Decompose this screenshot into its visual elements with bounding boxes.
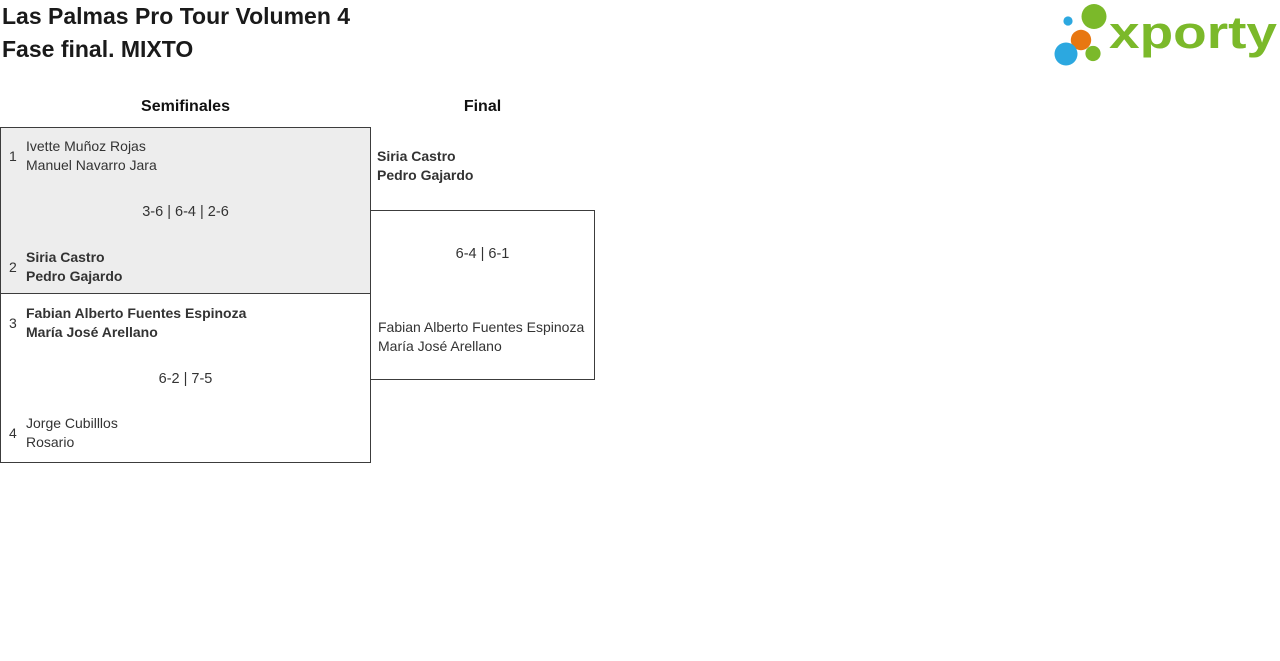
final-match: 6-4 | 6-1 Fabian Alberto Fuentes Espinoz… (370, 210, 595, 380)
tournament-title: Las Palmas Pro Tour Volumen 4 (2, 3, 351, 29)
logo-dot-green-large (1081, 4, 1107, 29)
logo-wordmark: xporty (1109, 7, 1277, 58)
column-header-semifinales: Semifinales (141, 98, 230, 115)
semifinal2-team-bottom: 4 Jorge Cubilllos Rosario (1, 414, 118, 452)
player-name: Siria Castro (377, 148, 456, 164)
player-name: Pedro Gajardo (377, 167, 474, 183)
logo-dot-green-small (1085, 45, 1101, 62)
match-score: 3-6 | 6-4 | 2-6 (142, 204, 229, 220)
player-name: Fabian Alberto Fuentes Espinoza (378, 319, 585, 335)
logo-dot-blue-large (1054, 42, 1078, 66)
semifinal-match-1: 1 Ivette Muñoz Rojas Manuel Navarro Jara… (0, 127, 371, 294)
semifinal2-team-top: 3 Fabian Alberto Fuentes Espinoza María … (1, 304, 246, 342)
xporty-logo: xporty (1054, 4, 1277, 66)
player-name: Siria Castro (26, 249, 105, 265)
seed-number: 1 (9, 148, 17, 164)
player-name: Manuel Navarro Jara (26, 157, 157, 173)
player-name: Pedro Gajardo (26, 268, 123, 284)
player-name: Fabian Alberto Fuentes Espinoza (26, 305, 247, 321)
phase-title: Fase final. MIXTO (2, 36, 194, 62)
page-title: Las Palmas Pro Tour Volumen 4 Fase final… (2, 0, 350, 66)
player-name: Ivette Muñoz Rojas (26, 138, 146, 154)
seed-number: 2 (9, 259, 17, 275)
semifinal-match-2: 3 Fabian Alberto Fuentes Espinoza María … (0, 293, 371, 463)
final-team-top: Siria Castro Pedro Gajardo (377, 147, 473, 185)
player-name: María José Arellano (26, 324, 158, 340)
player-name: Rosario (26, 434, 75, 450)
seed-number: 3 (9, 315, 17, 331)
team-names: Jorge Cubilllos Rosario (26, 414, 118, 452)
seed-number: 4 (9, 425, 17, 441)
match-score: 6-2 | 7-5 (158, 371, 213, 387)
match-score: 6-4 | 6-1 (455, 246, 510, 262)
team-names: Siria Castro Pedro Gajardo (26, 248, 122, 286)
team-names: Ivette Muñoz Rojas Manuel Navarro Jara (26, 137, 157, 175)
player-name: María José Arellano (378, 338, 502, 354)
logo-dot-orange (1070, 29, 1092, 51)
logo-dot-blue-small (1063, 16, 1073, 26)
player-name: Jorge Cubilllos (26, 415, 118, 431)
final-team-bottom: Fabian Alberto Fuentes Espinoza María Jo… (378, 318, 584, 356)
semifinal1-team-bottom: 2 Siria Castro Pedro Gajardo (1, 248, 122, 286)
team-names: Fabian Alberto Fuentes Espinoza María Jo… (26, 304, 246, 342)
column-header-final: Final (463, 98, 502, 115)
semifinal1-team-top: 1 Ivette Muñoz Rojas Manuel Navarro Jara (1, 137, 157, 175)
